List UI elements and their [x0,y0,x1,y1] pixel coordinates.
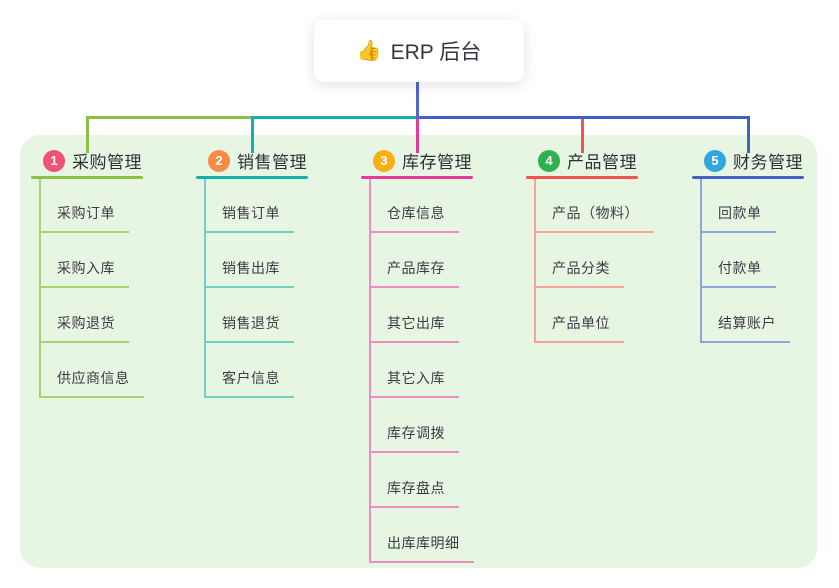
node-product-stock[interactable]: 产品库存 [369,250,459,288]
node-sales-order[interactable]: 销售订单 [204,195,294,233]
branch-purchase-underline [31,176,143,179]
branch-sales-node[interactable]: 2 销售管理 [196,145,307,176]
node-product-material[interactable]: 产品（物料） [534,195,653,233]
branch-sales-title: 销售管理 [237,153,307,172]
branch-finance: 5 财务管理 回款单 付款单 结算账户 [692,145,839,343]
connector-drop-b5 [747,116,750,153]
connector-root-b2 [251,116,417,119]
branch-product: 4 产品管理 产品（物料） 产品分类 产品单位 [526,145,696,343]
branch-purchase-node[interactable]: 1 采购管理 [31,145,142,176]
branches-panel [20,135,817,568]
branch-product-childline [534,179,536,343]
root-node-label: ERP 后台 [390,41,482,64]
branch-inventory: 3 库存管理 仓库信息 产品库存 其它出库 其它入库 库存调拨 库存盘点 出库库… [361,145,531,563]
branch-inventory-childline [369,179,371,563]
node-supplier-info[interactable]: 供应商信息 [39,360,144,398]
node-other-inbound[interactable]: 其它入库 [369,360,459,398]
node-other-outbound[interactable]: 其它出库 [369,305,459,343]
branch-product-title: 产品管理 [567,153,637,172]
node-purchase-return[interactable]: 采购退货 [39,305,129,343]
branch-purchase-childline [39,179,41,398]
connector-root-stem [416,82,419,119]
node-payment-doc[interactable]: 付款单 [700,250,776,288]
node-product-unit[interactable]: 产品单位 [534,305,624,343]
branch-finance-title: 财务管理 [733,153,803,172]
branch-product-underline [526,176,638,179]
connector-drop-b1 [86,116,89,153]
branch-sales-badge: 2 [208,149,230,172]
node-outbound-detail[interactable]: 出库库明细 [369,525,474,563]
node-sales-outbound[interactable]: 销售出库 [204,250,294,288]
branch-inventory-title: 库存管理 [402,153,472,172]
branch-sales-underline [196,176,308,179]
root-node[interactable]: 👍 ERP 后台 [314,20,524,82]
branch-product-badge: 4 [538,149,560,172]
node-purchase-order[interactable]: 采购订单 [39,195,129,233]
node-sales-return[interactable]: 销售退货 [204,305,294,343]
branch-finance-badge: 5 [704,149,726,172]
node-stock-transfer[interactable]: 库存调拨 [369,415,459,453]
branch-sales-childline [204,179,206,398]
branch-finance-underline [692,176,804,179]
node-warehouse-info[interactable]: 仓库信息 [369,195,459,233]
connector-root-b5 [417,116,750,119]
connector-drop-b3 [416,119,419,153]
node-purchase-inbound[interactable]: 采购入库 [39,250,129,288]
branch-finance-node[interactable]: 5 财务管理 [692,145,803,176]
thumbs-up-icon: 👍 [356,40,382,62]
connector-drop-b4 [581,116,584,153]
connector-drop-b2 [251,116,254,153]
branch-inventory-node[interactable]: 3 库存管理 [361,145,472,176]
node-settlement-account[interactable]: 结算账户 [700,305,790,343]
branch-inventory-badge: 3 [373,149,395,172]
node-stock-check[interactable]: 库存盘点 [369,470,459,508]
branch-product-node[interactable]: 4 产品管理 [526,145,637,176]
node-receipt-doc[interactable]: 回款单 [700,195,776,233]
node-product-category[interactable]: 产品分类 [534,250,624,288]
branch-inventory-underline [361,176,473,179]
branch-purchase: 1 采购管理 采购订单 采购入库 采购退货 供应商信息 [31,145,201,398]
branch-purchase-badge: 1 [43,149,65,172]
branch-sales: 2 销售管理 销售订单 销售出库 销售退货 客户信息 [196,145,366,398]
branch-purchase-title: 采购管理 [72,153,142,172]
node-customer-info[interactable]: 客户信息 [204,360,294,398]
branch-finance-childline [700,179,702,343]
